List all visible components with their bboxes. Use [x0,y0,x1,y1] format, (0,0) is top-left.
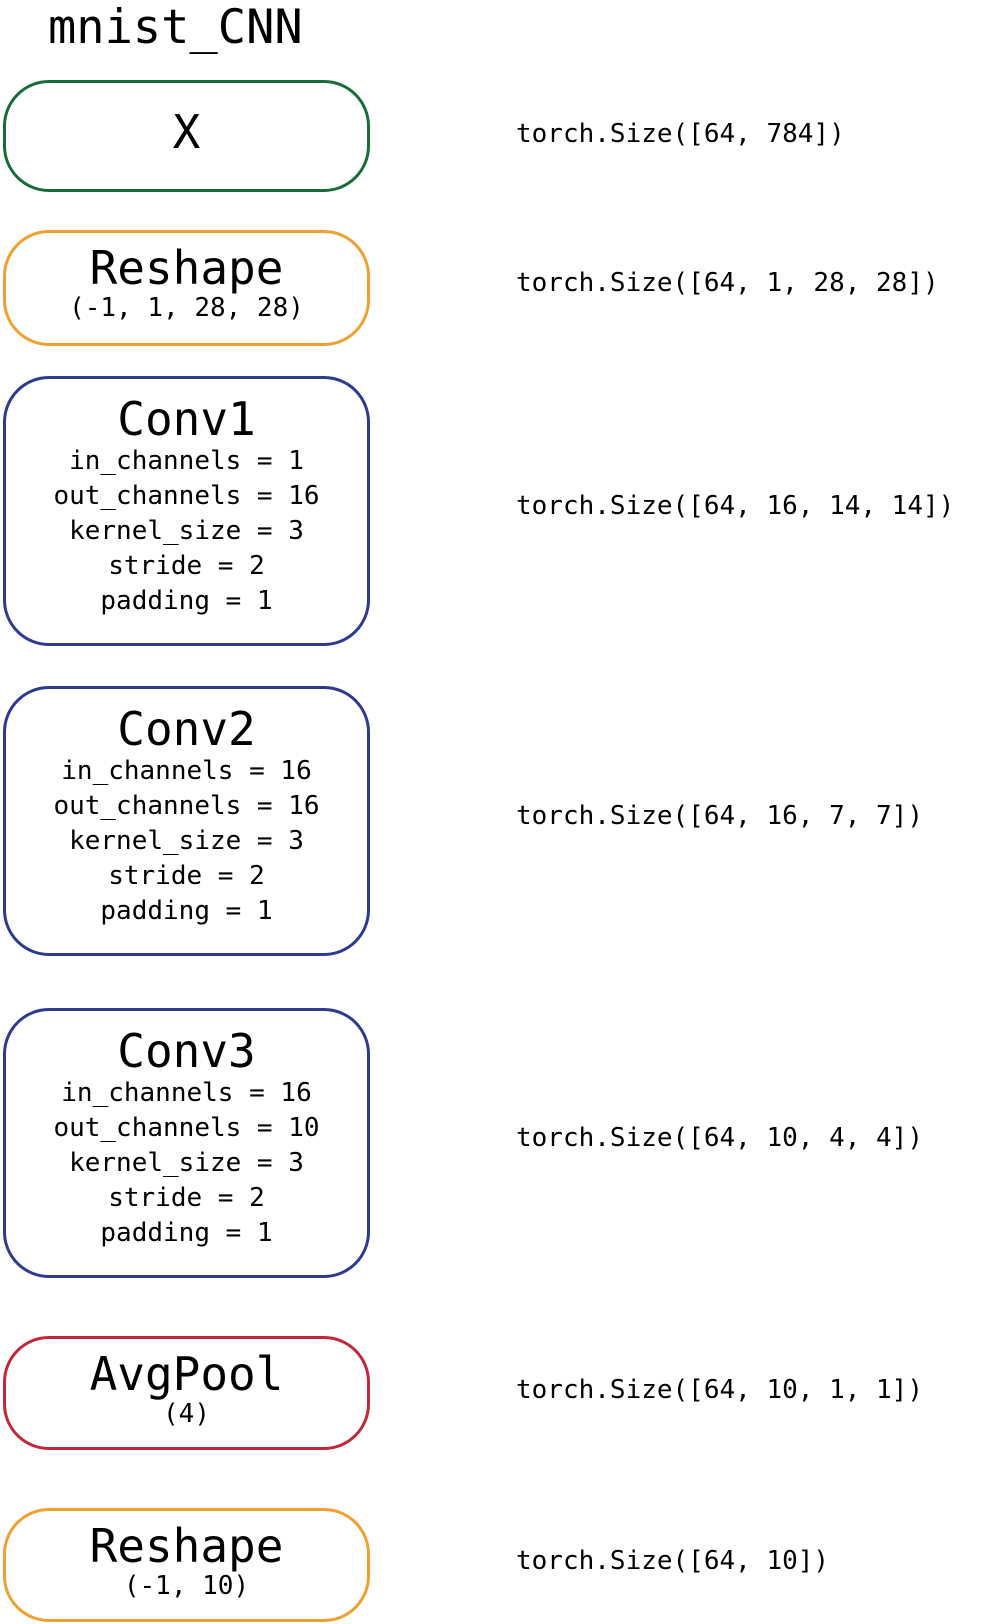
node-param: padding = 1 [100,1218,273,1248]
node-avgpool: AvgPool(4) [3,1336,370,1450]
node-param: stride = 2 [108,861,265,891]
node-args: (4) [163,1399,210,1429]
diagram-title: mnist_CNN [48,0,303,55]
node-param: out_channels = 16 [53,791,320,821]
node-param: stride = 2 [108,551,265,581]
output-shape-conv3: torch.Size([64, 10, 4, 4]) [516,1123,923,1153]
output-shape-avgpool: torch.Size([64, 10, 1, 1]) [516,1375,923,1405]
node-param: in_channels = 16 [61,1078,312,1108]
node-param: kernel_size = 3 [69,826,304,856]
node-param: kernel_size = 3 [69,516,304,546]
node-title: Reshape [89,1519,284,1573]
node-title: Conv2 [117,702,256,756]
node-param: stride = 2 [108,1183,265,1213]
node-reshape1: Reshape(-1, 1, 28, 28) [3,230,370,346]
node-title: Reshape [89,241,284,295]
node-args: (-1, 10) [123,1571,250,1601]
node-reshape2: Reshape(-1, 10) [3,1508,370,1622]
node-param: padding = 1 [100,896,273,926]
node-param: in_channels = 1 [69,446,304,476]
node-title: AvgPool [89,1347,284,1401]
node-param: out_channels = 16 [53,481,320,511]
node-param: in_channels = 16 [61,756,312,786]
output-shape-conv1: torch.Size([64, 16, 14, 14]) [516,491,955,521]
output-shape-x: torch.Size([64, 784]) [516,119,845,149]
node-param: padding = 1 [100,586,273,616]
node-title: Conv3 [117,1024,256,1078]
node-args: (-1, 1, 28, 28) [69,293,304,323]
output-shape-reshape1: torch.Size([64, 1, 28, 28]) [516,268,939,298]
node-title: X [172,105,201,159]
output-shape-reshape2: torch.Size([64, 10]) [516,1546,830,1576]
node-param: out_channels = 10 [53,1113,320,1143]
node-x: X [3,80,370,192]
output-shape-conv2: torch.Size([64, 16, 7, 7]) [516,801,923,831]
node-title: Conv1 [117,392,256,446]
node-param: kernel_size = 3 [69,1148,304,1178]
